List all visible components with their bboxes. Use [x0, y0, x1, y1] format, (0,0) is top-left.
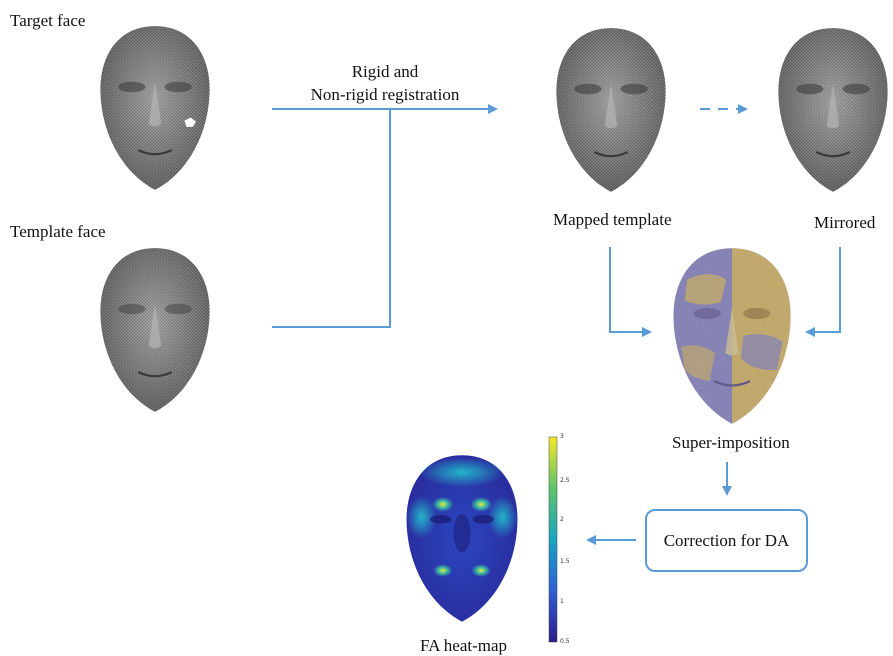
colorbar [549, 437, 557, 642]
colorbar-tick: 2 [560, 516, 564, 523]
colorbar-tick: 0.5 [560, 638, 570, 645]
mirrored-to-super-arrow [807, 247, 840, 332]
colorbar-tick: 2.5 [560, 477, 570, 484]
target-face-mesh [100, 26, 209, 190]
template-connector [272, 109, 390, 327]
mirrored-face-mesh [778, 28, 887, 192]
colorbar-tick: 1.5 [560, 558, 570, 565]
mapped-to-super-arrow [610, 247, 650, 332]
colorbar-tick: 3 [560, 433, 564, 440]
fa-heatmap-face [407, 455, 518, 621]
template-face-mesh [100, 248, 209, 412]
colorbar-tick: 1 [560, 598, 564, 605]
mapped-template-mesh [556, 28, 665, 192]
superimposition-face [674, 248, 791, 424]
